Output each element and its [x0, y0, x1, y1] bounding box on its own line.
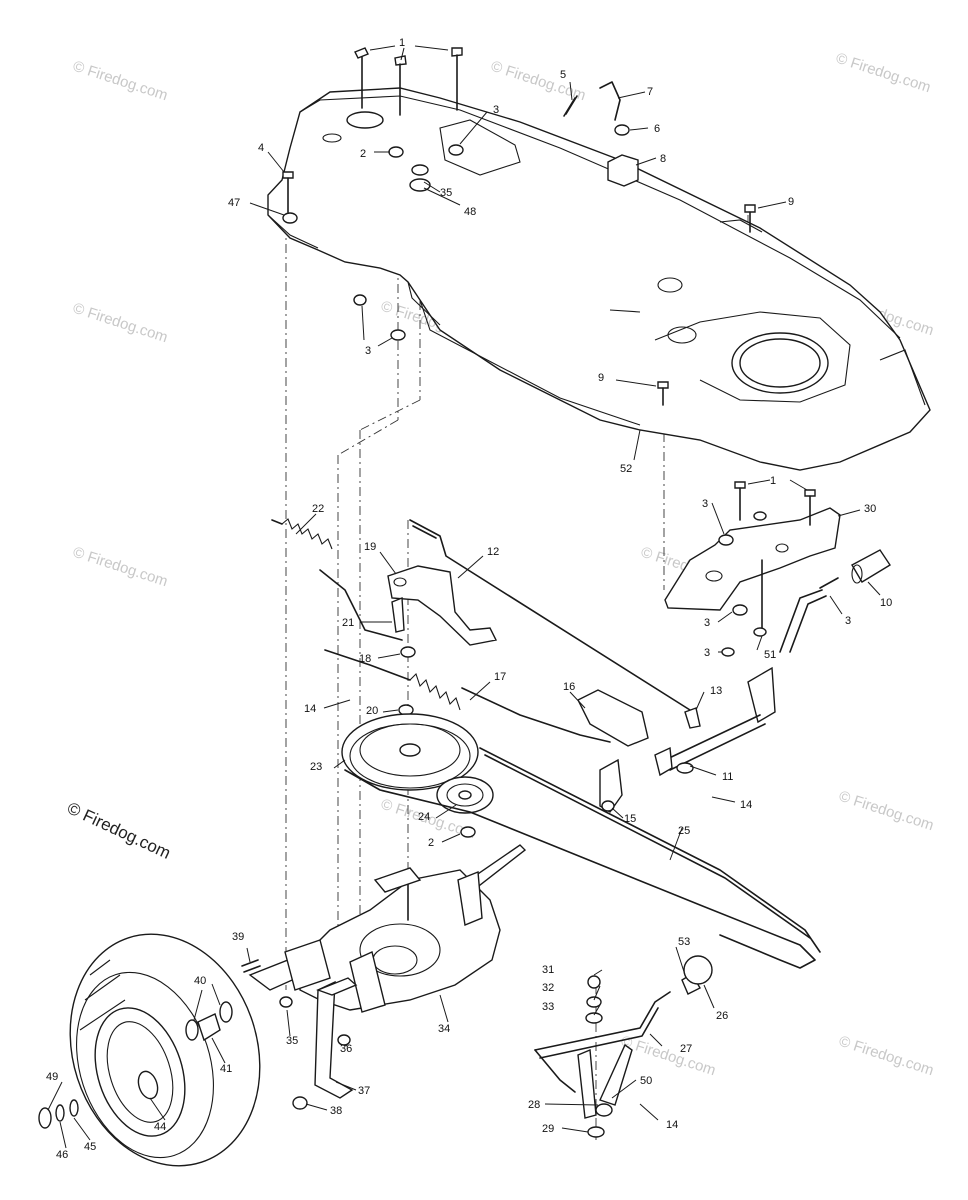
label-17: 17	[494, 671, 506, 683]
label-23: 23	[310, 761, 322, 773]
watermark-7: © Firedog.com	[71, 544, 170, 591]
label-8: 8	[660, 153, 666, 165]
label-14: 14	[304, 703, 316, 715]
part-labels: 1 2 3 4 47 35 48 5 7 6 8 9 3 9 52 22 19 …	[46, 37, 892, 1161]
label-49: 49	[46, 1071, 58, 1083]
label-9b: 9	[598, 372, 604, 384]
label-1: 1	[399, 37, 405, 49]
label-20: 20	[366, 705, 378, 717]
idler-24	[436, 776, 494, 838]
label-40: 40	[194, 975, 206, 987]
springs	[271, 518, 611, 743]
label-34: 34	[438, 1023, 450, 1035]
label-35: 35	[440, 187, 452, 199]
watermark-12: © Firedog.com	[837, 1033, 936, 1080]
label-11: 11	[722, 771, 733, 783]
pedal-assembly	[654, 549, 891, 777]
label-37: 37	[358, 1085, 370, 1097]
label-53: 53	[678, 936, 690, 948]
arm-37	[292, 977, 358, 1110]
label-21: 21	[342, 617, 354, 629]
watermark-2: © Firedog.com	[489, 58, 588, 105]
label-2b: 2	[428, 837, 434, 849]
label-19: 19	[364, 541, 376, 553]
label-38: 38	[330, 1105, 342, 1117]
label-15: 15	[624, 813, 636, 825]
label-3c: 3	[702, 498, 708, 510]
label-30: 30	[864, 503, 876, 515]
label-45: 45	[84, 1141, 96, 1153]
label-46: 46	[56, 1149, 68, 1161]
belt-25	[344, 747, 821, 969]
label-14b: 14	[740, 799, 752, 811]
label-48: 48	[464, 206, 476, 218]
label-50: 50	[640, 1075, 652, 1087]
watermark-1: © Firedog.com	[71, 58, 170, 105]
label-52: 52	[620, 463, 632, 475]
label-3e: 3	[704, 617, 710, 629]
label-14c: 14	[666, 1119, 678, 1131]
transaxle-34	[248, 844, 527, 1013]
label-3: 3	[493, 104, 499, 116]
label-47: 47	[228, 197, 240, 209]
watermark-4: © Firedog.com	[71, 300, 170, 347]
brake-assembly	[534, 955, 713, 1138]
frame-deck	[267, 87, 931, 471]
label-25: 25	[678, 825, 690, 837]
label-3d: 3	[845, 615, 851, 627]
label-16: 16	[563, 681, 575, 693]
copyright-text: © Firedog.com	[64, 798, 173, 862]
label-31: 31	[542, 964, 554, 976]
label-39: 39	[232, 931, 244, 943]
label-27: 27	[680, 1043, 692, 1055]
watermark-11: © Firedog.com	[619, 1033, 718, 1080]
label-7: 7	[647, 86, 653, 98]
watermark-3: © Firedog.com	[834, 50, 933, 97]
label-29: 29	[542, 1123, 554, 1135]
label-10: 10	[880, 597, 892, 609]
wheel-tire	[38, 933, 261, 1167]
bracket-30	[664, 481, 841, 657]
watermark-10: © Firedog.com	[837, 788, 936, 835]
label-9: 9	[788, 196, 794, 208]
leader-lines	[47, 45, 881, 1149]
label-51: 51	[764, 649, 776, 661]
pulley-23	[341, 713, 479, 791]
label-28: 28	[528, 1099, 540, 1111]
bracket-16	[577, 689, 649, 813]
control-rods	[387, 519, 701, 729]
label-4: 4	[258, 142, 264, 154]
label-24: 24	[418, 811, 430, 823]
label-13: 13	[710, 685, 722, 697]
label-1b: 1	[770, 475, 776, 487]
label-33: 33	[542, 1001, 554, 1013]
label-22: 22	[312, 503, 324, 515]
label-12: 12	[487, 546, 499, 558]
label-5: 5	[560, 69, 566, 81]
label-41: 41	[220, 1063, 232, 1075]
label-6: 6	[654, 123, 660, 135]
label-3b: 3	[365, 345, 371, 357]
label-2: 2	[360, 148, 366, 160]
label-18: 18	[359, 653, 371, 665]
label-35b: 35	[286, 1035, 298, 1047]
label-36: 36	[340, 1043, 352, 1055]
label-32: 32	[542, 982, 554, 994]
label-44: 44	[154, 1121, 166, 1133]
label-3f: 3	[704, 647, 710, 659]
label-26: 26	[716, 1010, 728, 1022]
